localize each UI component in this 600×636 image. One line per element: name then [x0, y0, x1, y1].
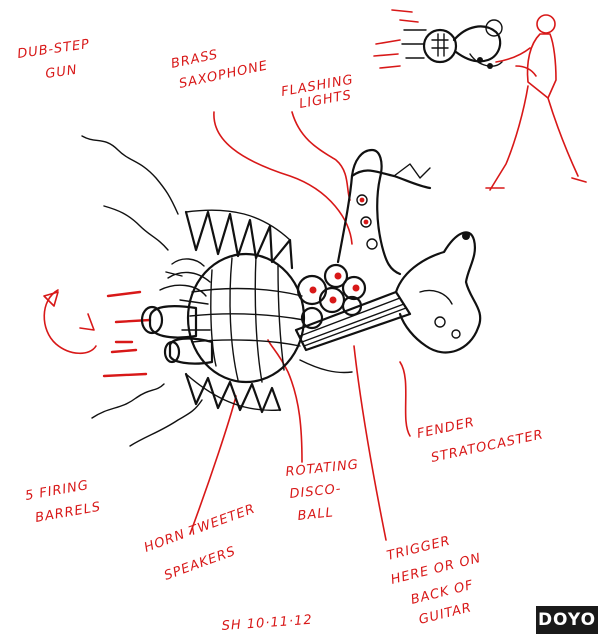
sax-line-1: BRASS: [170, 47, 220, 72]
annotation-title: DUB-STEP GUN: [16, 37, 91, 82]
date-signature: SH 10·11·12: [221, 613, 313, 634]
leader-saxophone: [213, 111, 353, 245]
annotation-horn-speakers: HORN TWEETER SPEAKERS: [142, 502, 257, 584]
leader-trigger: [353, 345, 387, 541]
horn-line-2: SPEAKERS: [162, 544, 238, 584]
top-fin: [184, 210, 294, 270]
annotation-saxophone: BRASS SAXOPHONE: [170, 47, 270, 92]
title-line-1: DUB-STEP: [16, 37, 91, 62]
annotation-fender: FENDER STRATOCASTER: [416, 415, 545, 466]
bottom-fin: [184, 372, 282, 414]
figure-illustration: [373, 9, 587, 191]
annotation-lights: FLASHING LIGHTS: [280, 72, 355, 111]
guitar-icon: [294, 231, 482, 354]
annotation-disco-ball: ROTATING DISCO- BALL: [285, 457, 360, 524]
horn-line-1: HORN TWEETER: [142, 502, 257, 556]
title-line-2: GUN: [44, 63, 78, 82]
barrels-line-1: 5 FIRING: [24, 478, 90, 504]
leader-horn: [189, 395, 237, 535]
disco-ball-icon: [186, 252, 306, 384]
disco-line-3: BALL: [297, 505, 335, 524]
gun-barrels: [140, 271, 214, 365]
disco-line-2: DISCO-: [289, 482, 342, 502]
tail-section: [165, 258, 353, 374]
fender-line-1: FENDER: [416, 415, 477, 442]
disco-line-1: ROTATING: [285, 457, 360, 480]
leader-fender: [399, 361, 411, 437]
leader-lights: [291, 111, 351, 201]
horn-speakers-icon: [296, 263, 367, 330]
leader-disco-ball: [267, 339, 303, 463]
annotation-barrels: 5 FIRING BARRELS: [24, 478, 102, 526]
rotation-icon: [43, 289, 97, 355]
saxophone-icon: [336, 148, 432, 276]
sound-waves-icon: [81, 135, 203, 447]
annotation-trigger: TRIGGER HERE OR ON BACK OF GUITAR: [385, 534, 483, 628]
barrels-line-2: BARRELS: [34, 500, 102, 526]
firing-streaks: [102, 290, 152, 378]
watermark-badge: DOYO: [536, 606, 598, 634]
